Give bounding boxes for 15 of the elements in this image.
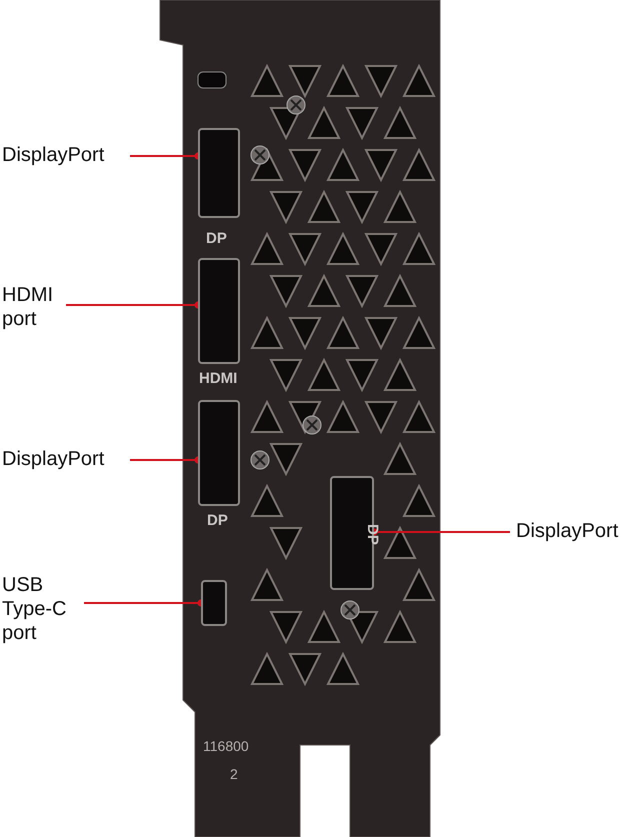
callout-label: USB Type-C port bbox=[2, 573, 82, 647]
port-marking: DP bbox=[364, 524, 380, 545]
port-marking: DP bbox=[206, 231, 227, 247]
port-connector bbox=[201, 580, 227, 626]
callout-label: DisplayPort bbox=[2, 143, 128, 169]
port-marking: DP bbox=[207, 513, 228, 529]
port-connector bbox=[198, 258, 240, 364]
callout-label: DisplayPort bbox=[2, 447, 128, 473]
port-connector bbox=[198, 400, 240, 506]
stamped-number: 116800 bbox=[203, 738, 249, 754]
callout-label: HDMI port bbox=[2, 283, 64, 333]
stamped-number: 2 bbox=[230, 766, 238, 782]
port-marking: HDMI bbox=[199, 371, 238, 387]
port-connector bbox=[198, 128, 240, 218]
callout-label: DisplayPort bbox=[516, 519, 640, 545]
